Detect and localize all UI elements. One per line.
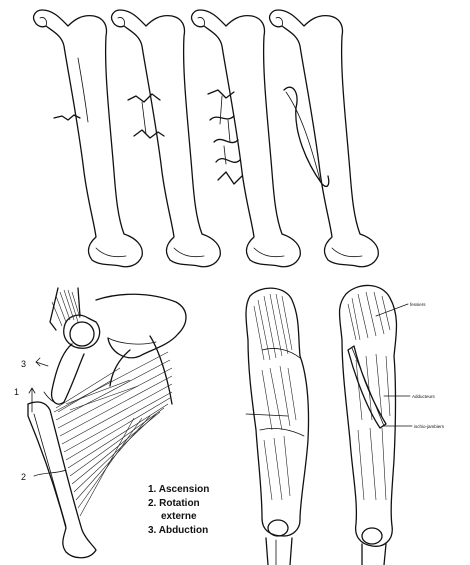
femur-comminuted-fracture [112,10,221,267]
legend-item-rotation: 2. Rotation [148,498,200,509]
femur-spiral-fracture [270,10,379,267]
displacement-legend: 1. Ascension 2. Rotation externe 3. Abdu… [148,484,209,536]
thigh-muscles-anterior [246,288,309,565]
displacement-label-3: 3 [21,359,26,369]
muscle-label-adducteurs: Adducteurs [412,394,436,399]
muscle-label-fessiers: fessiers [410,302,426,307]
femur-transverse-fracture [34,10,143,267]
displacement-label-1: 1 [14,387,19,397]
thigh-muscles-posterior [340,285,413,565]
legend-item-abduction: 3. Abduction [148,525,208,536]
legend-item-ascension: 1. Ascension [148,484,209,495]
legend-item-rotation-cont: externe [161,511,197,522]
femur-multi-fragment-fracture [192,10,301,267]
muscle-label-ischio-jambiers: ischio-jambiers [414,424,445,429]
displacement-label-2: 2 [21,472,26,482]
